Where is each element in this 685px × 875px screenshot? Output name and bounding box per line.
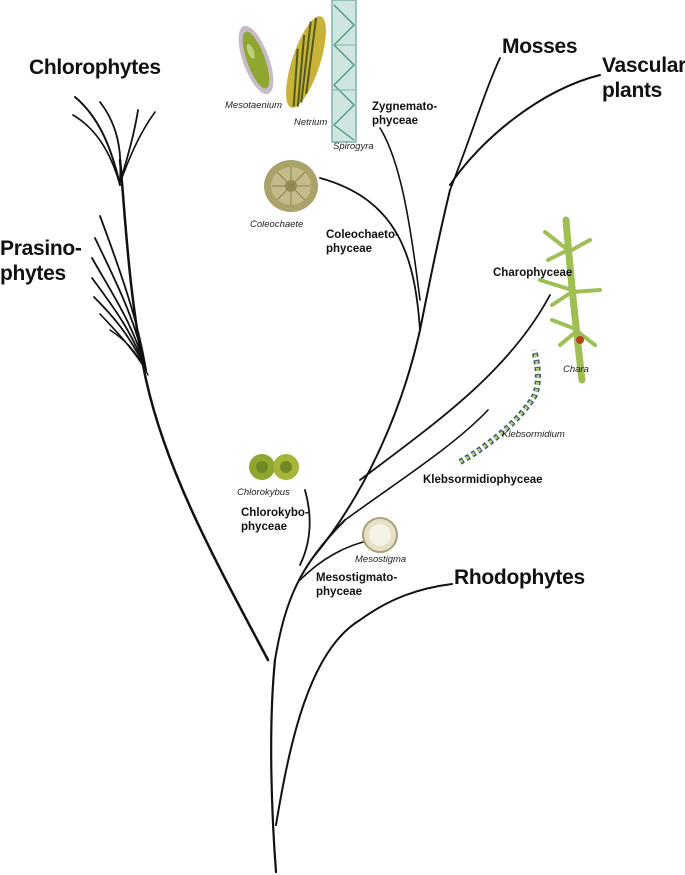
label-prasinophytes: Prasino- phytes — [0, 236, 82, 286]
label-vascular-line1: Vascular — [602, 54, 685, 77]
prasino-twig-7 — [109, 329, 149, 376]
coleochaete-branch — [319, 177, 421, 331]
spirogyra-illustration — [331, 0, 357, 143]
chlorophyte-twig-2 — [72, 114, 121, 186]
label-coleochaeto-line2: phyceae — [326, 243, 373, 255]
label-spirogyra: Spirogyra — [333, 141, 374, 152]
chlorophyte-twig-4 — [119, 109, 139, 183]
label-vascular-line2: plants — [602, 79, 663, 102]
netrium-illustration — [286, 16, 326, 108]
mesostigma-illustration — [362, 517, 398, 553]
label-klebsormidiophyceae: Klebsormidiophyceae — [423, 474, 543, 486]
vascular-branch — [449, 74, 601, 186]
chlorokybus-branch — [299, 489, 311, 566]
label-vascular-plants: Vascular plants — [602, 53, 685, 103]
label-chlorokybophyceae: Chlorokybo- phyceae — [241, 506, 309, 534]
label-mesostigmato-line1: Mesostigmato- — [316, 572, 398, 584]
chlorophyte-twig-5 — [119, 111, 156, 184]
label-mesostigma: Mesostigma — [355, 554, 407, 565]
tree-branches — [72, 57, 601, 874]
label-charophyceae: Charophyceae — [493, 267, 573, 279]
mesotaenium-illustration — [238, 25, 274, 95]
label-prasinophytes-line2: phytes — [0, 262, 66, 285]
prasino-twig-5 — [93, 296, 147, 371]
label-prasinophytes-line1: Prasino- — [0, 237, 82, 260]
prasino-twig-3 — [91, 257, 147, 371]
chlorophyte-stem — [118, 158, 270, 662]
prasino-twig-2 — [94, 237, 147, 371]
embryophyte-stem — [419, 189, 451, 331]
chlorophyte-twig-3 — [99, 101, 122, 181]
label-chara: Chara — [563, 364, 589, 375]
label-mesostigmato-line2: phyceae — [316, 586, 363, 598]
klebsormidium-branch — [344, 409, 489, 521]
label-coleochaete: Coleochaete — [250, 219, 304, 230]
streptophyte-main — [314, 329, 421, 556]
label-mesostigmatophyceae: Mesostigmato- phyceae — [316, 571, 397, 599]
label-zygnematophyceae: Zygnemato- phyceae — [372, 100, 437, 128]
klebsormidium-illustration — [458, 349, 541, 465]
label-chlorokybo-line1: Chlorokybo- — [241, 507, 309, 519]
label-coleochaetophyceae: Coleochaeto- phyceae — [326, 228, 399, 256]
label-klebsormidium: Klebsormidium — [502, 429, 565, 440]
zygnemato-branch — [379, 127, 421, 301]
label-chlorophytes: Chlorophytes — [29, 56, 161, 79]
root-trunk — [270, 658, 278, 874]
label-chlorokybus: Chlorokybus — [237, 487, 290, 498]
chara-illustration — [538, 216, 602, 384]
label-coleochaeto-line1: Coleochaeto- — [326, 229, 399, 241]
charophyceae-branch — [359, 294, 551, 481]
label-zygnemato-line2: phyceae — [372, 115, 419, 127]
label-chlorokybo-line2: phyceae — [241, 521, 288, 533]
label-zygnemato-line1: Zygnemato- — [372, 101, 438, 113]
mosses-branch — [449, 57, 501, 191]
label-mosses: Mosses — [502, 35, 578, 58]
coleochaete-illustration — [264, 160, 318, 212]
label-mesotaenium: Mesotaenium — [225, 100, 283, 111]
label-netrium: Netrium — [294, 117, 328, 128]
chlorophyte-twig-1 — [74, 96, 121, 186]
chlorokybus-illustration — [249, 454, 299, 480]
prasino-twig-4 — [91, 277, 147, 371]
label-rhodophytes: Rhodophytes — [454, 566, 585, 589]
rhodophytes-branch — [275, 583, 453, 826]
